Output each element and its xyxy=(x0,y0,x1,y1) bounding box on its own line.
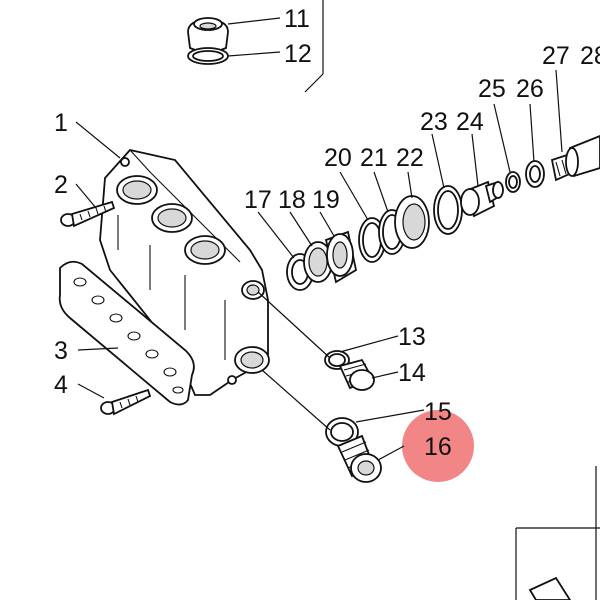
label-20: 20 xyxy=(324,144,352,172)
part-22-seal xyxy=(394,195,430,249)
part-18-seal xyxy=(303,241,333,283)
part-12-o-ring xyxy=(187,47,229,65)
part-11-cap xyxy=(187,17,229,53)
part-27-plunger xyxy=(550,135,600,182)
label-14: 14 xyxy=(398,359,426,387)
label-4: 4 xyxy=(54,371,68,399)
label-23: 23 xyxy=(420,108,448,136)
part-number-labels: 1 2 3 4 11 12 13 14 15 16 17 18 19 20 21… xyxy=(54,5,600,461)
label-17: 17 xyxy=(244,186,272,214)
label-18: 18 xyxy=(278,186,306,214)
label-2: 2 xyxy=(54,171,68,199)
label-13: 13 xyxy=(398,323,426,351)
label-26: 26 xyxy=(516,75,544,103)
label-12: 12 xyxy=(284,40,312,68)
label-1: 1 xyxy=(54,109,68,137)
label-27: 27 xyxy=(542,42,570,70)
label-21: 21 xyxy=(360,144,388,172)
label-16: 16 xyxy=(424,433,452,461)
label-15: 15 xyxy=(424,398,452,426)
highlight-marker xyxy=(402,410,474,482)
part-1-manifold xyxy=(99,149,270,396)
label-25: 25 xyxy=(478,75,506,103)
part-24-valve xyxy=(460,180,504,218)
part-16-plug xyxy=(336,434,382,483)
part-14-plug xyxy=(338,358,375,391)
partial-part-bottom-right xyxy=(528,576,572,600)
part-15-o-ring xyxy=(325,417,359,447)
connector-lines xyxy=(257,291,331,431)
part-19-retainer xyxy=(324,230,358,284)
part-25-ring xyxy=(505,171,521,193)
frame-lines xyxy=(304,0,600,600)
part-2-screw xyxy=(60,200,116,228)
label-19: 19 xyxy=(312,186,340,214)
leader-lines xyxy=(75,17,563,461)
label-22: 22 xyxy=(396,144,424,172)
label-28: 28 xyxy=(580,42,600,70)
label-24: 24 xyxy=(456,108,484,136)
label-3: 3 xyxy=(54,337,68,365)
part-4-screw xyxy=(100,388,152,416)
part-23-o-ring xyxy=(433,185,463,235)
part-3-gasket xyxy=(58,260,195,406)
part-26-ring xyxy=(525,160,545,188)
label-11: 11 xyxy=(284,5,310,33)
part-20-o-ring xyxy=(358,217,386,263)
